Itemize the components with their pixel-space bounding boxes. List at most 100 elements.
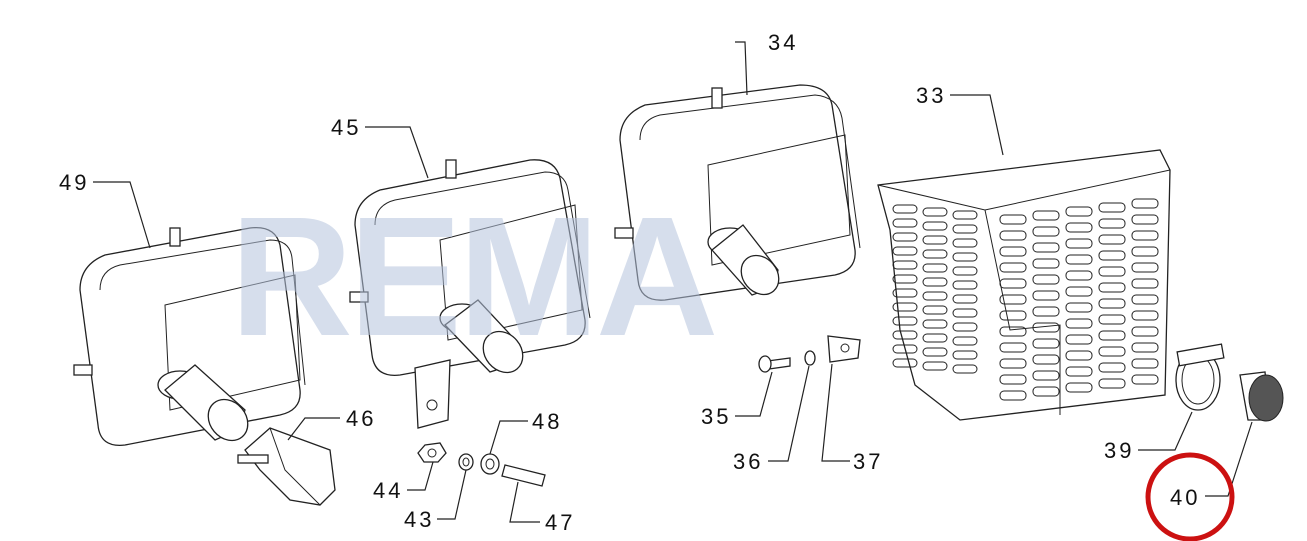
callout-47[interactable]: 47 xyxy=(545,510,575,535)
guard-slot xyxy=(922,333,948,343)
guard-slot xyxy=(999,390,1027,401)
guard-slot xyxy=(1098,378,1126,389)
guard-slot xyxy=(952,224,978,234)
guard-slot xyxy=(922,319,948,329)
guard-slot xyxy=(892,302,918,312)
guard-slot xyxy=(1032,306,1060,317)
guard-slot xyxy=(1131,278,1159,289)
guard-slot xyxy=(1098,234,1126,245)
muffler-34[interactable] xyxy=(614,84,861,302)
guard-slot xyxy=(999,230,1027,241)
guard-slot xyxy=(892,232,918,242)
guard-slot xyxy=(1098,266,1126,277)
guard-slot xyxy=(1032,226,1060,237)
callout-36[interactable]: 36 xyxy=(733,449,763,474)
muffler-49[interactable] xyxy=(73,226,306,449)
guard-slot xyxy=(1032,242,1060,253)
callout-39[interactable]: 39 xyxy=(1104,438,1134,463)
hardware-43[interactable] xyxy=(458,453,474,471)
guard-slot xyxy=(922,207,948,217)
guard-slot xyxy=(999,374,1027,385)
guard-slot xyxy=(1131,326,1159,337)
callout-46[interactable]: 46 xyxy=(346,406,376,431)
hardware-48[interactable] xyxy=(480,453,500,475)
cap-40[interactable] xyxy=(1239,371,1284,422)
guard-slot xyxy=(1065,366,1093,377)
guard-slot xyxy=(999,310,1027,321)
callout-37[interactable]: 37 xyxy=(853,449,883,474)
guard-slot xyxy=(952,350,978,360)
guard-33[interactable] xyxy=(877,149,1171,421)
guard-slot xyxy=(952,322,978,332)
guard-slot xyxy=(922,277,948,287)
callout-40[interactable]: 40 xyxy=(1170,485,1200,510)
guard-slot xyxy=(892,274,918,284)
callout-48[interactable]: 48 xyxy=(532,409,562,434)
stud-47[interactable] xyxy=(501,464,546,487)
guard-slot xyxy=(999,358,1027,369)
guard-slot xyxy=(999,214,1027,225)
guard-slot xyxy=(1065,206,1093,217)
guard-slot xyxy=(892,246,918,256)
guard-slot xyxy=(999,342,1027,353)
guard-slot xyxy=(1065,334,1093,345)
guard-slot xyxy=(952,336,978,346)
guard-slot xyxy=(1065,350,1093,361)
guard-slot xyxy=(1065,302,1093,313)
callout-44[interactable]: 44 xyxy=(373,478,403,503)
guard-slot xyxy=(892,358,918,368)
guard-slot xyxy=(1098,298,1126,309)
guard-slot xyxy=(1131,374,1159,385)
guard-slot xyxy=(1098,362,1126,373)
guard-slot xyxy=(892,218,918,228)
guard-slot xyxy=(1032,274,1060,285)
callout-labels: 34 33 45 49 46 48 44 43 47 35 36 37 39 4… xyxy=(59,30,1200,535)
washer-36[interactable] xyxy=(804,350,816,366)
muffler-45[interactable] xyxy=(349,159,591,429)
guard-slot xyxy=(1065,238,1093,249)
heat-shield-46[interactable] xyxy=(237,427,336,506)
guard-slot xyxy=(1131,246,1159,257)
guard-slot xyxy=(1032,210,1060,221)
guard-slot xyxy=(1098,282,1126,293)
highlight-circle xyxy=(1145,452,1235,541)
bolt-35[interactable] xyxy=(758,355,791,373)
guard-slot xyxy=(922,291,948,301)
callout-34[interactable]: 34 xyxy=(768,30,798,55)
guard-slot xyxy=(1131,294,1159,305)
guard-slot xyxy=(922,305,948,315)
guard-slot xyxy=(922,235,948,245)
callout-33[interactable]: 33 xyxy=(916,83,946,108)
guard-slot xyxy=(922,263,948,273)
guard-slot xyxy=(922,361,948,371)
guard-slot xyxy=(1131,262,1159,273)
guard-slot xyxy=(922,221,948,231)
guard-slot xyxy=(1098,218,1126,229)
guard-slot xyxy=(952,266,978,276)
callout-35[interactable]: 35 xyxy=(701,404,731,429)
guard-slot xyxy=(1131,214,1159,225)
guard-slot xyxy=(952,308,978,318)
guard-slot xyxy=(1131,310,1159,321)
callout-43[interactable]: 43 xyxy=(404,507,434,532)
guard-slot xyxy=(1065,382,1093,393)
hose-clamp-39[interactable] xyxy=(1175,343,1225,411)
guard-slot xyxy=(1098,346,1126,357)
clip-37[interactable] xyxy=(827,335,861,363)
guard-slot xyxy=(952,252,978,262)
guard-slot xyxy=(892,260,918,270)
callout-49[interactable]: 49 xyxy=(59,170,89,195)
guard-slot xyxy=(892,316,918,326)
guard-slot xyxy=(1131,198,1159,209)
guard-slot xyxy=(1098,314,1126,325)
guard-slot xyxy=(1032,354,1060,365)
guard-slot xyxy=(1032,370,1060,381)
guard-slot xyxy=(1065,286,1093,297)
leader-lines xyxy=(93,41,1253,523)
guard-slot xyxy=(1032,290,1060,301)
guard-slot xyxy=(1032,338,1060,349)
callout-45[interactable]: 45 xyxy=(331,115,361,140)
guard-slot xyxy=(952,238,978,248)
hardware-44[interactable] xyxy=(417,442,447,463)
